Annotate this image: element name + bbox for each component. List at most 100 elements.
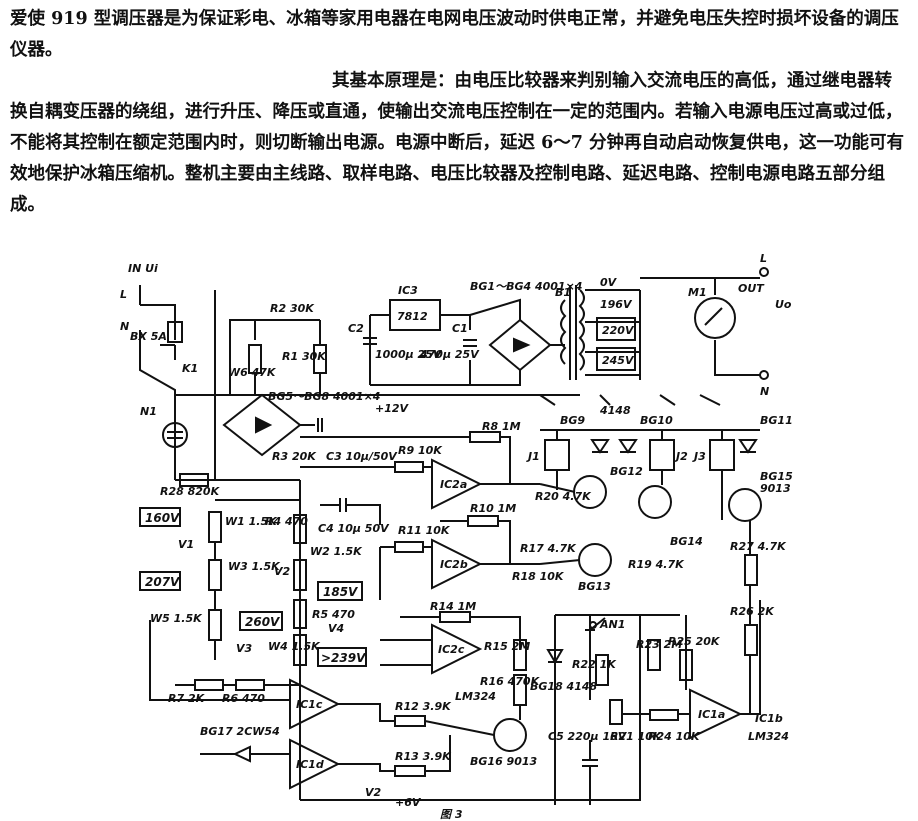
label-n-out: N [760, 385, 769, 398]
label-r15: R15 2M [484, 640, 530, 653]
label-bg12: BG12 [610, 465, 643, 478]
label-bg17: BG17 2CW54 [200, 725, 280, 738]
label-j1: J1 [526, 450, 540, 463]
label-v3: V3 [236, 642, 253, 655]
label-ic2a: IC2a [440, 478, 467, 491]
label-w6: W6 47K [228, 366, 277, 379]
box-185v: 185V [323, 585, 359, 599]
label-w5: W5 1.5K [150, 612, 203, 625]
label-v4: V4 [328, 622, 344, 635]
label-uo: Uo [775, 298, 792, 311]
label-r26: R26 2K [730, 605, 775, 618]
label-r20: R20 4.7K [535, 490, 592, 503]
label-input: IN Ui [128, 262, 158, 275]
label-l-in: L [120, 288, 127, 301]
label-r9: R9 10K [398, 444, 443, 457]
label-ic1c: IC1c [296, 698, 323, 711]
label-r10: R10 1M [470, 502, 516, 515]
intro-paragraph: 爱使 919 型调压器是为保证彩电、冰箱等家用电器在电网电压波动时供电正常，并避… [10, 9, 899, 60]
label-neon: N1 [140, 405, 157, 418]
label-c1v: 470μ 25V [419, 348, 480, 361]
label-v2: V2 [274, 565, 291, 578]
label-ic2c: IC2c [438, 643, 465, 656]
label-r27: R27 4.7K [730, 540, 787, 553]
label-t9013: 9013 [760, 482, 791, 495]
label-r22: R22 1K [572, 658, 617, 671]
box-160v: 160V [145, 511, 181, 525]
label-c1: C1 [452, 322, 468, 335]
label-j3: J3 [692, 450, 706, 463]
label-t220: 220V [602, 324, 635, 337]
label-r5: R5 470 [312, 608, 355, 621]
label-c4: C4 10μ 50V [318, 522, 390, 535]
label-r25: R25 20K [668, 635, 721, 648]
label-k1: K1 [182, 362, 198, 375]
label-r1: R1 30K [282, 350, 327, 363]
label-w3: W3 1.5K [228, 560, 281, 573]
label-r7: R7 2K [168, 692, 206, 705]
label-p6v: +6V [395, 796, 422, 809]
label-r2: R2 30K [270, 302, 315, 315]
label-bg18: BG18 4148 [530, 680, 598, 693]
box-260v: 260V [245, 615, 281, 629]
label-w4: W4 1.5K [268, 640, 321, 653]
label-bg9: BG9 [560, 414, 585, 427]
label-bridge-in: BG5～BG8 4001×4 [268, 390, 380, 403]
label-bg15: BG15 [760, 470, 793, 483]
label-b1: B1 [555, 286, 571, 299]
label-fuse: BX 5A [130, 330, 167, 343]
box-207v: 207V [145, 575, 181, 589]
label-r28: R28 820K [160, 485, 221, 498]
label-r16: R16 470K [480, 675, 541, 688]
label-r13: R13 3.9K [395, 750, 452, 763]
label-bg13: BG13 [578, 580, 611, 593]
label-c2v: 1000μ 25V [375, 348, 443, 361]
label-r11: R11 10K [398, 524, 451, 537]
label-bg11: BG11 [760, 414, 793, 427]
label-r14: R14 1M [430, 600, 476, 613]
label-c3: C3 10μ/50V [326, 450, 398, 463]
label-bg10: BG10 [640, 414, 673, 427]
label-ic1d: IC1d [296, 758, 324, 771]
figure-caption: 图 3 [440, 808, 463, 821]
label-c5: C5 220μ 16V [548, 730, 628, 743]
label-meter: M1 [688, 286, 707, 299]
label-pv2: V2 [365, 786, 382, 799]
label-r17: R17 4.7K [520, 542, 577, 555]
label-plus12: +12V [375, 402, 410, 415]
label-out: OUT [738, 282, 765, 295]
principle-paragraph: 其基本原理是：由电压比较器来判别输入交流电压的高低，通过继电器转换自耦变压器的绕… [10, 71, 905, 215]
label-c2: C2 [348, 322, 364, 335]
label-v1: V1 [178, 538, 194, 551]
label-ic1b: IC1b [755, 712, 783, 725]
label-lm324-b: LM324 [748, 730, 789, 743]
label-bg16: BG16 9013 [470, 755, 538, 768]
label-t0: 0V [600, 276, 618, 289]
label-bridge-out: BG1～BG4 4001×4 [470, 280, 582, 293]
label-lm324-a: LM324 [455, 690, 496, 703]
label-r12: R12 3.9K [395, 700, 452, 713]
label-r21: R21 10K [610, 730, 663, 743]
label-r4: R4 470 [265, 515, 308, 528]
label-t245: 245V [602, 354, 635, 367]
label-j2: J2 [674, 450, 688, 463]
box-239v: >239V [321, 651, 367, 665]
label-d4148: 4148 [599, 404, 631, 417]
label-l-out: L [760, 252, 767, 265]
label-r8: R8 1M [482, 420, 521, 433]
label-w2: W2 1.5K [310, 545, 363, 558]
label-w1: W1 1.5K [225, 515, 278, 528]
label-r3: R3 20K [272, 450, 317, 463]
label-n-in: N [120, 320, 129, 333]
label-ic2b: IC2b [440, 558, 468, 571]
label-r18: R18 10K [512, 570, 565, 583]
label-ic3: IC3 [398, 284, 418, 297]
label-r19: R19 4.7K [628, 558, 685, 571]
label-r24: R24 10K [648, 730, 701, 743]
label-r23: R23 2M [636, 638, 682, 651]
label-reg: 7812 [397, 310, 428, 323]
label-r6: R6 470 [222, 692, 265, 705]
label-t196: 196V [600, 298, 633, 311]
